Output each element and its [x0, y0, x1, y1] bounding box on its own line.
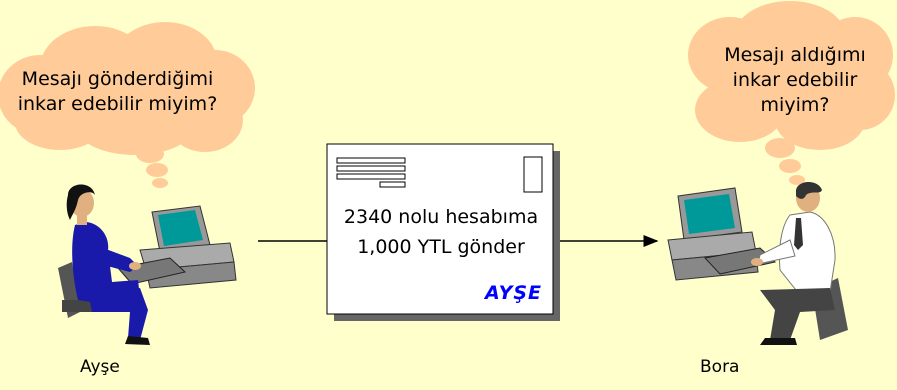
sender-person-icon [58, 184, 237, 345]
sender-name-label: Ayşe [80, 357, 120, 377]
address-line-1 [336, 157, 406, 164]
message-body: 2340 nolu hesabıma 1,000 YTL gönder [328, 202, 554, 262]
receiver-thought-line-2: inkar edebilir [732, 69, 858, 91]
receiver-person-icon [667, 181, 848, 345]
message-line-1: 2340 nolu hesabıma [343, 206, 539, 228]
sender-thought-line-1: Mesajı gönderdiğimi [21, 68, 214, 90]
message-signature: AYŞE [485, 282, 542, 304]
message-line-2: 1,000 YTL gönder [357, 236, 525, 258]
address-line-3 [336, 173, 406, 180]
address-line-4 [379, 181, 406, 188]
address-line-2 [336, 165, 406, 172]
receiver-name-label: Bora [700, 357, 740, 377]
message-envelope [326, 143, 560, 321]
receiver-thought-text: Mesajı aldığımı inkar edebilir miyim? [700, 43, 890, 118]
sender-thought-cloud [0, 22, 255, 188]
receiver-thought-line-1: Mesajı aldığımı [724, 44, 866, 66]
receiver-thought-line-3: miyim? [760, 94, 830, 116]
stamp-icon [523, 156, 543, 193]
sender-thought-line-2: inkar edebilir miyim? [17, 93, 218, 115]
receiver-thought-cloud [688, 1, 895, 185]
sender-thought-text: Mesajı gönderdiğimi inkar edebilir miyim… [5, 67, 230, 117]
